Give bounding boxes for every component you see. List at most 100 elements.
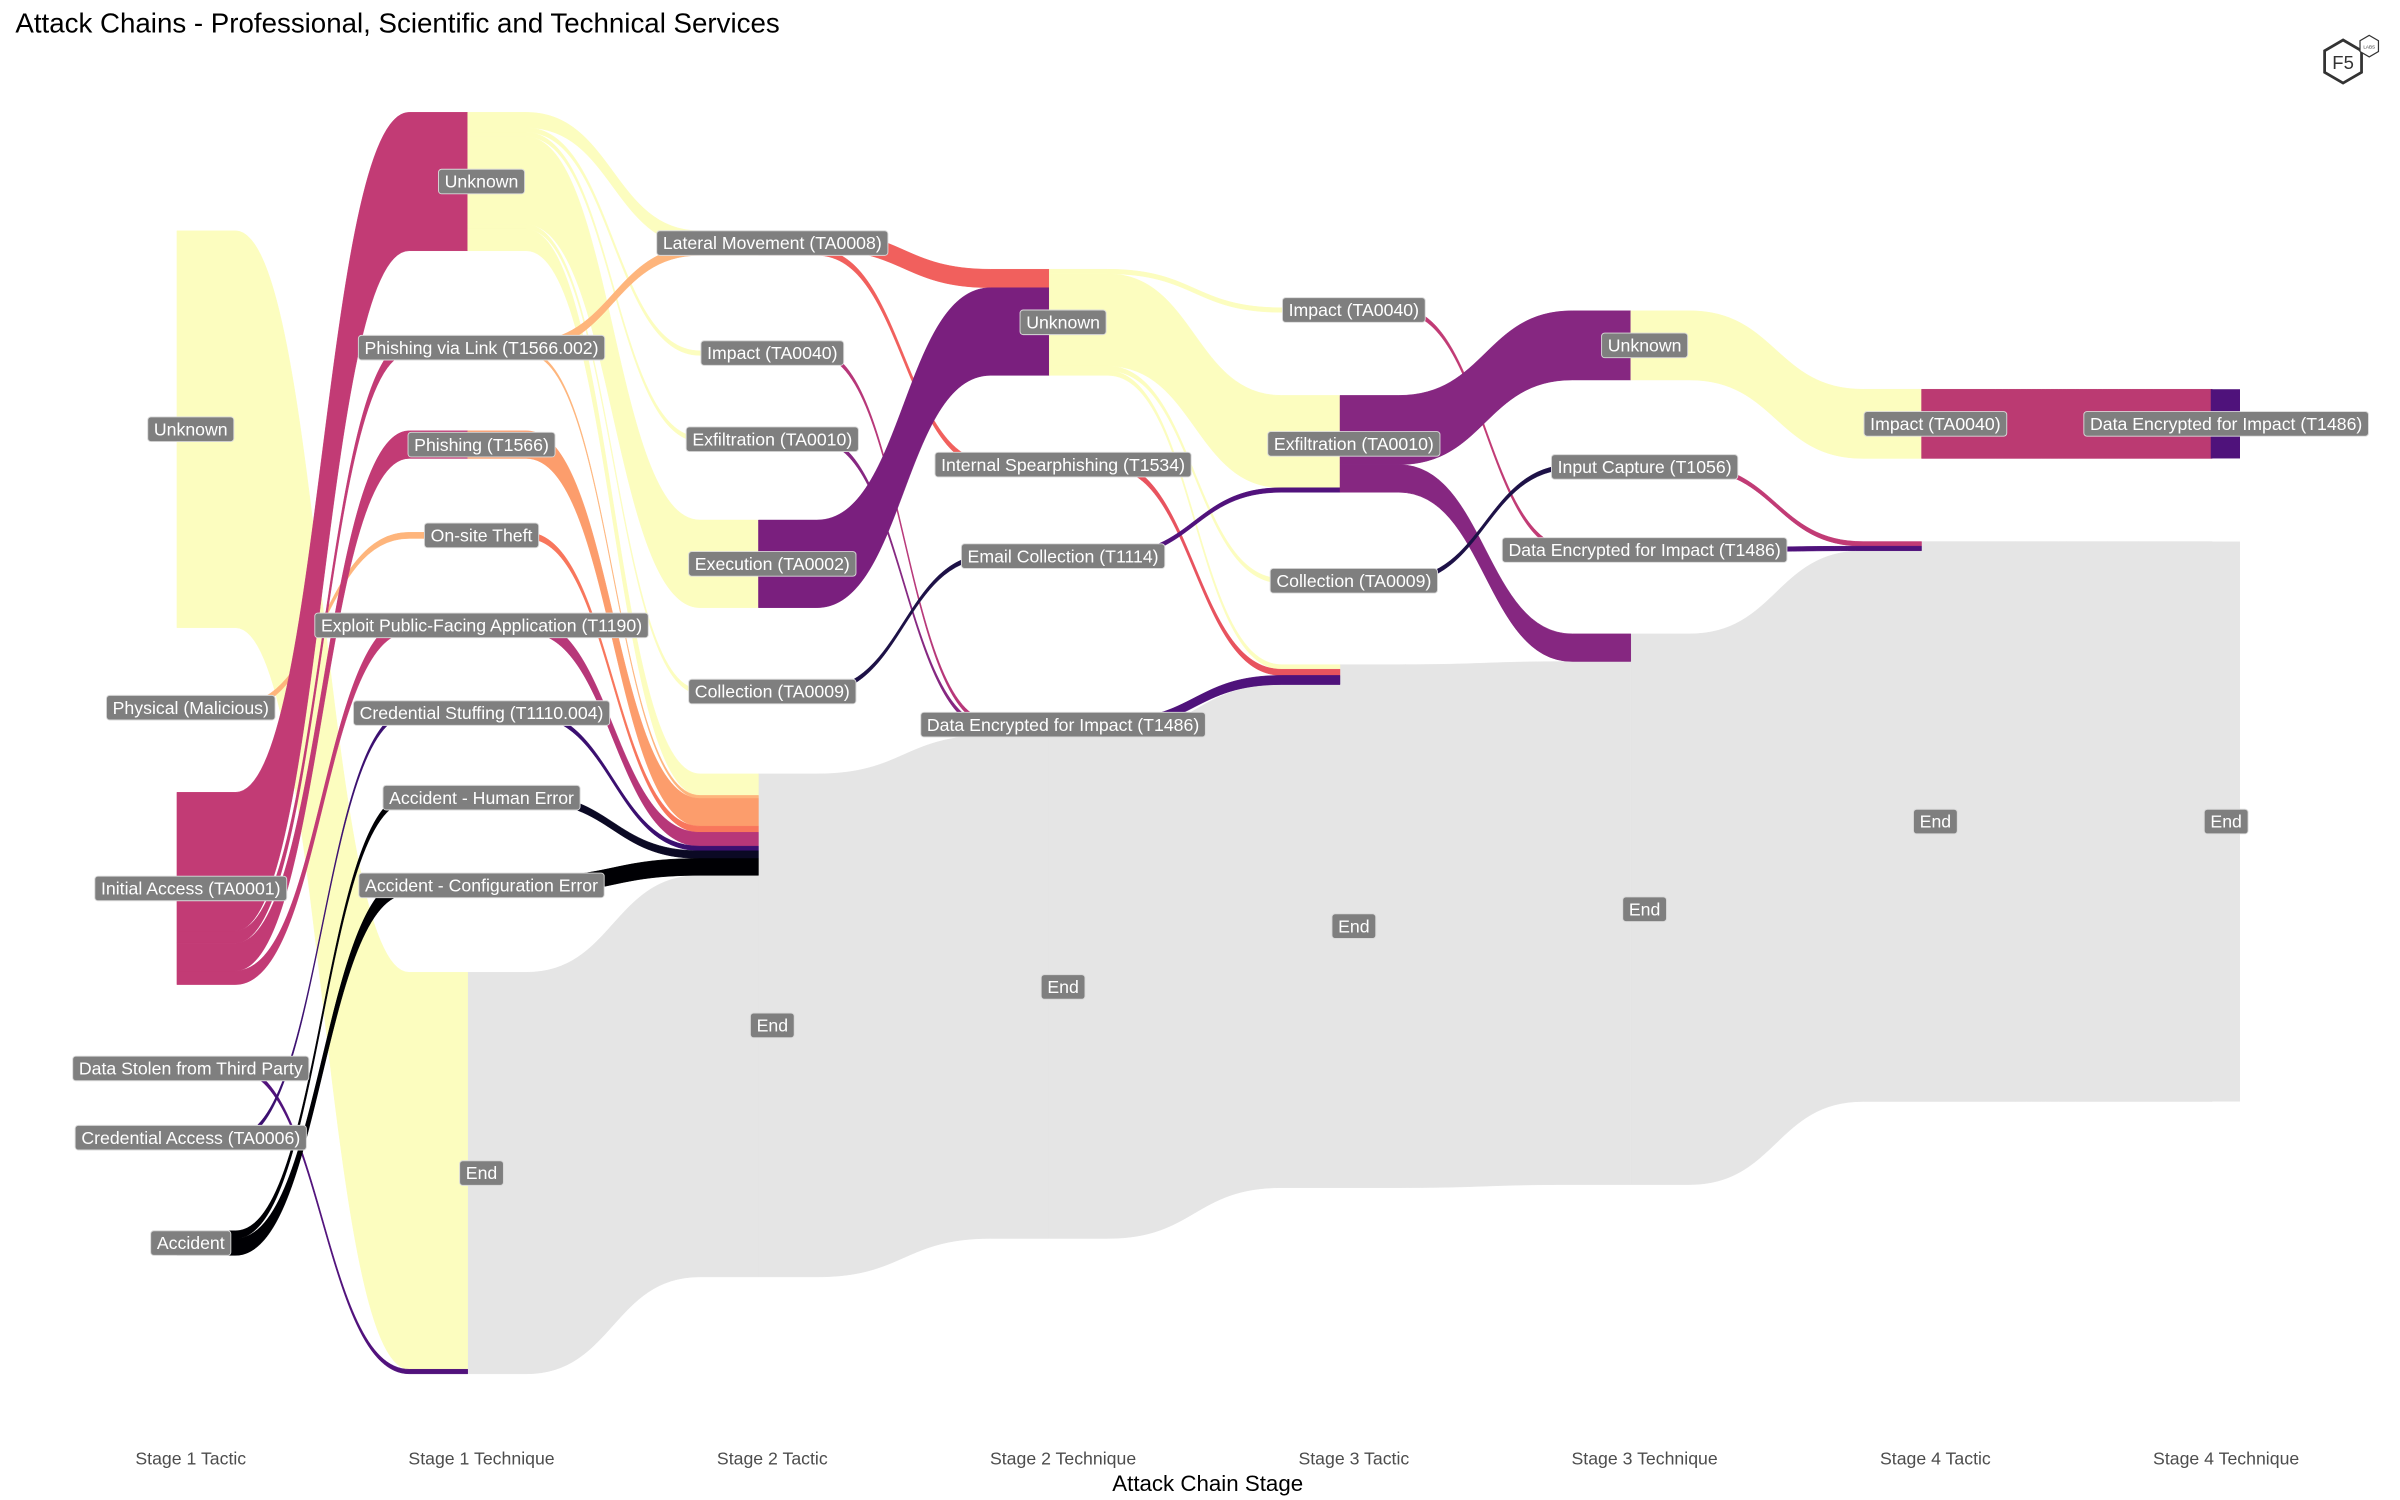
node-label: End — [749, 1012, 795, 1039]
node-label-text: Email Collection (T1114) — [968, 546, 1159, 566]
logo-badge-hexagon-icon — [2359, 34, 2380, 58]
flow-ribbon — [1339, 661, 1632, 1188]
node-label-background — [1019, 309, 1107, 336]
flow-ribbons — [176, 112, 2213, 1375]
f5-labs-logo: F5 LABS — [2323, 34, 2380, 85]
node-label-background — [1501, 537, 1788, 563]
flow-ribbon — [1630, 550, 1922, 1185]
node-label: Collection (TA0009) — [1269, 568, 1438, 594]
node-label: Accident - Human Error — [382, 784, 581, 811]
x-tick-label: Stage 1 Technique — [408, 1449, 554, 1469]
node-label-text: Credential Stuffing (T1110.004) — [360, 703, 604, 723]
node-label-text: End — [1920, 812, 1951, 832]
node-label-text: Exfiltration (TA0010) — [1274, 434, 1434, 454]
node-label: End — [1913, 808, 1958, 835]
node-label-background — [353, 700, 611, 726]
node-label-text: Input Capture (T1056) — [1558, 457, 1732, 477]
node-label-text: Collection (TA0009) — [1276, 571, 1431, 591]
node-label-background — [407, 431, 556, 458]
node-label-text: End — [466, 1163, 497, 1183]
node-label-background — [656, 230, 889, 256]
node-label-background — [106, 694, 276, 721]
node-label: Unknown — [438, 168, 526, 195]
node-label-background — [74, 1124, 307, 1151]
x-tick-label: Stage 2 Tactic — [717, 1449, 828, 1469]
node-label-background — [358, 872, 605, 899]
node-label: Exfiltration (TA0010) — [685, 426, 859, 453]
x-tick-label: Stage 3 Technique — [1572, 1449, 1718, 1469]
node-label-text: End — [1338, 916, 1369, 936]
node-label-background — [94, 875, 288, 902]
node-label-text: Accident - Configuration Error — [365, 876, 598, 896]
node-label: End — [459, 1160, 504, 1186]
x-tick-label: Stage 1 Tactic — [135, 1449, 246, 1469]
node-label-text: End — [1629, 899, 1660, 919]
node-label-text: Phishing (T1566) — [414, 435, 549, 455]
node-label: Lateral Movement (TA0008) — [656, 230, 889, 256]
final-stage-nodes — [2210, 389, 2240, 1102]
node-label: Internal Spearphishing (T1534) — [934, 451, 1192, 478]
node-label-background — [749, 1012, 795, 1039]
node-label-background — [423, 522, 540, 549]
node-label: End — [2203, 808, 2249, 835]
node-label: Unknown — [1019, 309, 1107, 336]
node-label: Physical (Malicious) — [106, 694, 276, 721]
node-label-background — [700, 340, 845, 366]
x-tick-label: Stage 4 Technique — [2153, 1449, 2299, 1469]
node-label-background — [1622, 896, 1667, 922]
node-label-text: Accident — [157, 1233, 225, 1253]
node-label-background — [688, 678, 857, 705]
node-label: Impact (TA0040) — [700, 340, 845, 366]
logo-badge-text: LABS — [2363, 44, 2375, 49]
node-label: Accident — [150, 1230, 232, 1256]
node-label-text: Phishing via Link (T1566.002) — [365, 338, 599, 358]
node-label-text: Impact (TA0040) — [1870, 414, 2000, 434]
node-label-background — [685, 426, 859, 453]
x-tick-label: Stage 4 Tactic — [1880, 1449, 1991, 1469]
node-label-background — [920, 711, 1206, 738]
x-tick-label: Stage 2 Technique — [990, 1449, 1136, 1469]
node-label-background — [1550, 454, 1739, 480]
node-label-text: Physical (Malicious) — [113, 698, 269, 718]
node-label-text: Initial Access (TA0001) — [101, 879, 281, 899]
node-label: End — [1622, 896, 1667, 922]
node-label: Input Capture (T1056) — [1550, 454, 1739, 480]
node-label-text: Unknown — [154, 419, 228, 439]
node-label-text: Impact (TA0040) — [707, 343, 837, 363]
node-label: End — [1040, 974, 1086, 1000]
node-label-background — [1267, 431, 1441, 457]
node-label: Impact (TA0040) — [1282, 297, 1426, 323]
node-label-background — [2203, 808, 2249, 835]
node-label: Collection (TA0009) — [688, 678, 857, 705]
node-label-background — [314, 612, 649, 639]
node-label: Unknown — [147, 416, 235, 442]
node-label-text: Data Stolen from Third Party — [79, 1059, 303, 1079]
node-label-text: Internal Spearphishing (T1534) — [941, 455, 1185, 475]
flow-ribbon — [758, 735, 1050, 1278]
node-label-background — [1863, 411, 2008, 437]
x-axis: Stage 1 Tactic Stage 1 Technique Stage 2… — [135, 1449, 2299, 1496]
flow-ribbon — [1049, 684, 1341, 1239]
node-label-background — [72, 1055, 310, 1082]
node-label-background — [1913, 808, 1958, 835]
node-label-text: Unknown — [1026, 312, 1100, 332]
node-label: End — [1331, 913, 1377, 939]
x-axis-title: Attack Chain Stage — [1112, 1471, 1303, 1496]
node-label-background — [1601, 332, 1689, 359]
chart-title: Attack Chains - Professional, Scientific… — [15, 7, 779, 38]
node-label-text: Exfiltration (TA0010) — [692, 429, 852, 449]
flow-ribbon — [1339, 464, 1632, 662]
node-label-background — [459, 1160, 504, 1186]
node-label: Credential Access (TA0006) — [74, 1124, 307, 1151]
node-label-background — [147, 416, 235, 442]
node-label: On-site Theft — [423, 522, 540, 549]
node-label: Unknown — [1601, 332, 1689, 359]
node-label: Phishing via Link (T1566.002) — [357, 334, 606, 361]
node-label: Data Stolen from Third Party — [72, 1055, 310, 1082]
flow-ribbon — [1921, 541, 2213, 1102]
node-label-text: Data Encrypted for Impact (T1486) — [927, 715, 1199, 735]
node-label: Execution (TA0002) — [688, 551, 857, 577]
node-label-background — [960, 543, 1166, 569]
